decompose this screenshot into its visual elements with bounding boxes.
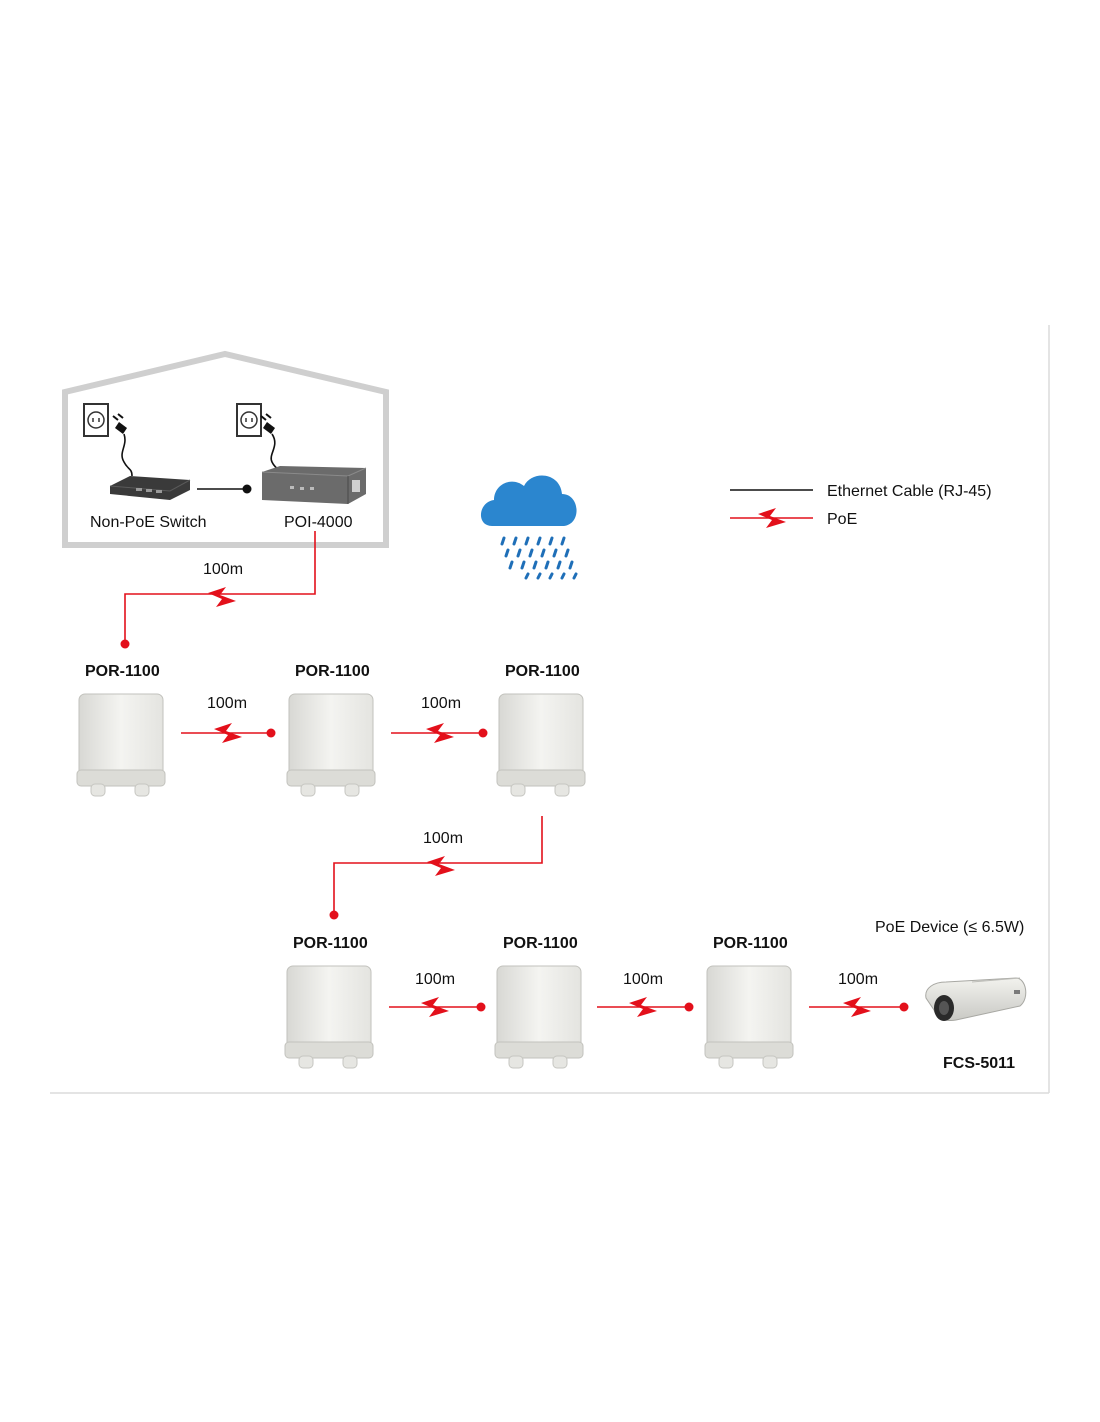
legend: Ethernet Cable (RJ-45) PoE [730,483,992,528]
repeater-label: POR-1100 [505,663,580,680]
legend-poe-label: PoE [827,511,857,528]
link-distance-label: 100m [203,561,243,578]
por-1100-repeater [284,965,374,1069]
por-1100-repeater [286,693,376,797]
poe-link [329,816,543,920]
poe-link [389,997,486,1017]
poe-link [391,723,488,743]
rain-cloud-icon [480,475,578,580]
poe-link [597,997,694,1017]
repeater-label: POR-1100 [503,935,578,952]
por-1100-repeater [76,693,166,797]
lightning-icon [208,587,236,607]
link-distance-label: 100m [623,971,663,988]
injector-label: POI-4000 [284,514,353,531]
repeater-label: POR-1100 [713,935,788,952]
lightning-icon [427,856,455,876]
link-distance-label: 100m [421,695,461,712]
repeater-label: POR-1100 [295,663,370,680]
power-plug-icon [112,413,133,477]
power-outlet-icon [83,403,109,437]
fcs-5011-camera [925,977,1027,1021]
poe-link [809,997,909,1017]
por-1100-repeater [704,965,794,1069]
link-distance-label: 100m [838,971,878,988]
switch-label: Non-PoE Switch [90,514,207,531]
link-distance-label: 100m [207,695,247,712]
non-poe-switch [109,476,191,500]
por-1100-repeater [496,693,586,797]
poe-link [120,531,316,649]
link-distance-label: 100m [423,830,463,847]
endpoint-title: PoE Device (≤ 6.5W) [875,919,1024,936]
ethernet-port-dot [242,484,252,494]
link-distance-label: 100m [415,971,455,988]
endpoint-model: FCS-5011 [943,1055,1015,1072]
repeater-label: POR-1100 [85,663,160,680]
repeater-label: POR-1100 [293,935,368,952]
poi-4000-injector [261,466,367,504]
poe-link [181,723,276,743]
power-outlet-icon [236,403,262,437]
legend-ethernet-label: Ethernet Cable (RJ-45) [827,483,992,500]
por-1100-repeater [494,965,584,1069]
